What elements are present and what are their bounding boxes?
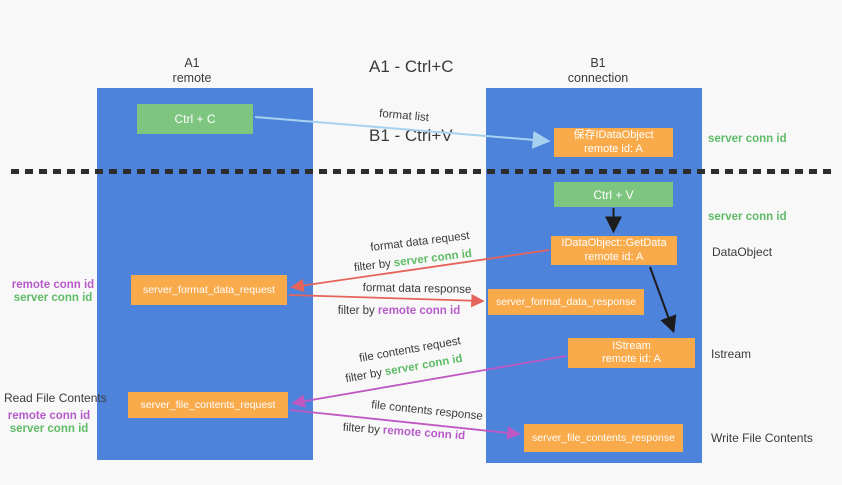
node-server-file-contents-request-label: server_file_contents_request [140, 399, 276, 411]
node-server-file-contents-response: server_file_contents_response [524, 424, 683, 452]
label-format-data-response: format data response [362, 282, 472, 296]
annotation-server-conn-id-top: server conn id [708, 133, 787, 145]
title-line-2: B1 - Ctrl+V [369, 126, 453, 145]
column-b1-id: B1 [590, 56, 606, 70]
node-save-idataobject-line2: remote id: A [584, 142, 643, 155]
label-file-contents-response: file contents response [370, 399, 484, 423]
node-server-format-data-response: server_format_data_response [488, 289, 644, 315]
node-server-format-data-request: server_format_data_request [131, 275, 287, 305]
node-getdata-line1: IDataObject::GetData [561, 237, 667, 249]
column-a1-id: A1 [184, 56, 200, 70]
annotation-server-conn-id-2: server conn id [9, 423, 89, 435]
node-save-idataobject-line1: 保存IDataObject [573, 129, 654, 141]
diagram-title: A1 - Ctrl+C B1 - Ctrl+V [369, 9, 454, 193]
node-istream: IStream remote id: A [568, 338, 695, 368]
remote-conn-id-text: remote conn id [382, 424, 466, 443]
filter-by-text: filter by [342, 421, 381, 437]
column-header-b1: B1 connection [538, 56, 658, 86]
node-server-file-contents-request: server_file_contents_request [128, 392, 288, 418]
remote-conn-id-text: remote conn id [377, 305, 461, 317]
node-server-format-data-response-label: server_format_data_response [495, 296, 637, 308]
node-server-file-contents-response-label: server_file_contents_response [531, 432, 675, 444]
node-ctrl-v-label: Ctrl + V [593, 187, 634, 202]
annotation-dataobject: DataObject [712, 245, 773, 259]
annotation-conn-ids-top: remote conn id server conn id [8, 279, 98, 305]
annotation-istream: Istream [711, 347, 752, 361]
node-ctrl-c-label: Ctrl + C [174, 112, 216, 126]
annotation-read-file-contents: Read File Contents [4, 391, 107, 405]
filter-by-text: filter by [344, 366, 384, 386]
column-a1-role: remote [172, 71, 212, 85]
server-conn-id-text: server conn id [393, 247, 473, 270]
node-save-idataobject: 保存IDataObject remote id: A [554, 128, 673, 157]
column-b1-role: connection [567, 71, 629, 85]
annotation-server-conn-id-mid: server conn id [708, 211, 787, 223]
node-idataobject-getdata: IDataObject::GetData remote id: A [551, 236, 677, 265]
node-istream-line2: remote id: A [602, 353, 661, 365]
node-server-format-data-request-label: server_format_data_request [143, 284, 275, 296]
node-ctrl-c: Ctrl + C [137, 104, 253, 134]
filter-by-text: filter by [337, 305, 375, 317]
annotation-remote-conn-id-2: remote conn id [7, 410, 91, 422]
copy-paste-separator-line [11, 169, 835, 174]
annotation-server-conn-id: server conn id [13, 292, 93, 304]
annotation-read-file-contents-block: Read File Contents remote conn id server… [4, 391, 107, 436]
node-getdata-line2: remote id: A [584, 250, 644, 263]
annotation-remote-conn-id: remote conn id [11, 279, 95, 291]
node-ctrl-v: Ctrl + V [554, 182, 673, 207]
column-header-a1: A1 remote [132, 56, 252, 86]
title-line-1: A1 - Ctrl+C [369, 57, 454, 76]
annotation-write-file-contents: Write File Contents [711, 431, 813, 445]
node-istream-line1: IStream [612, 339, 651, 352]
arrow-format-data-response [288, 293, 485, 308]
filter-by-text: filter by [353, 257, 392, 275]
